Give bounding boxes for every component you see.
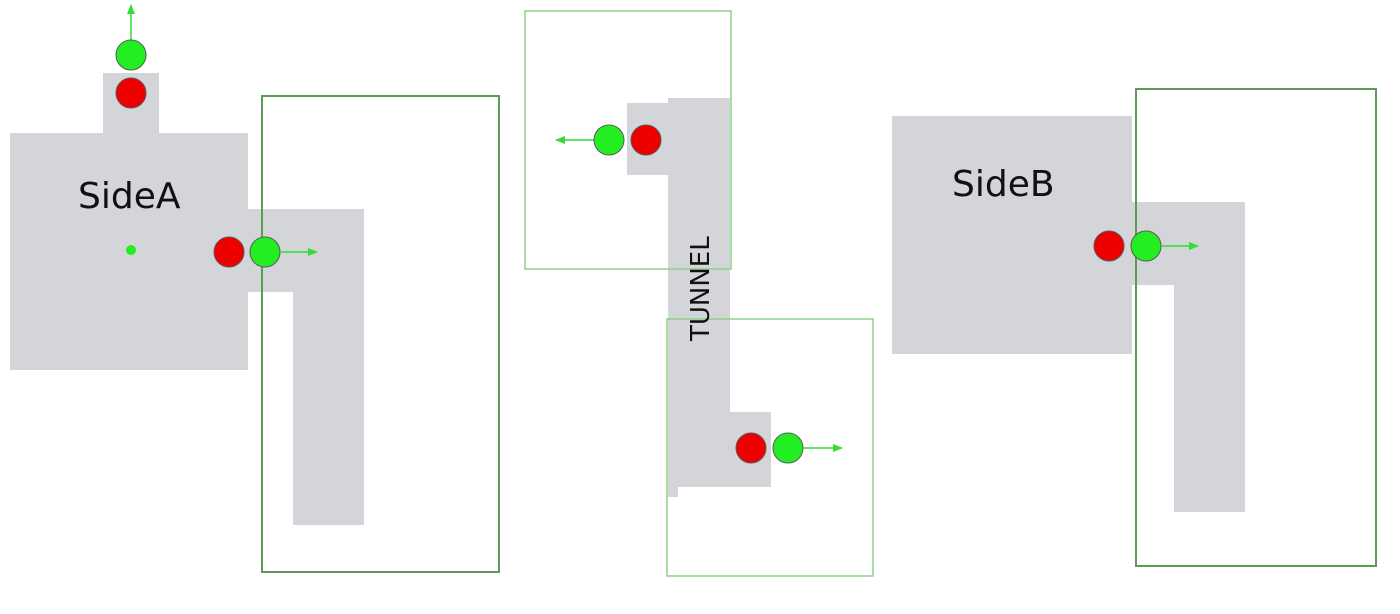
tunnel-left-red-marker-icon (630, 124, 662, 156)
side-a-module: SideA (10, 4, 500, 573)
side-a-right-green-marker-icon (249, 236, 281, 268)
side-b-right-connector (1093, 230, 1199, 262)
tunnel-room-shape (627, 98, 771, 497)
side-a-right-connector (213, 236, 318, 268)
side-a-bounds-box (261, 95, 500, 573)
tunnel-module: TUNNEL (524, 10, 874, 577)
side-b-label: SideB (952, 164, 1055, 205)
side-a-top-green-marker-icon (115, 39, 147, 71)
tunnel-right-red-marker-icon (735, 432, 767, 464)
tunnel-left-connector (555, 124, 662, 156)
side-b-bounds-box (1135, 88, 1377, 567)
tunnel-right-connector (735, 432, 843, 464)
side-b-right-green-marker-icon (1130, 230, 1162, 262)
side-a-top-red-marker-icon (115, 77, 147, 109)
side-a-top-connector (115, 4, 147, 109)
side-a-right-red-marker-icon (213, 236, 245, 268)
tunnel-right-green-marker-icon (772, 432, 804, 464)
tunnel-upper-bounds-box (524, 10, 732, 270)
tunnel-left-green-marker-icon (593, 124, 625, 156)
side-b-right-red-marker-icon (1093, 230, 1125, 262)
tunnel-label: TUNNEL (686, 236, 716, 342)
side-b-room-shape (892, 116, 1245, 512)
tunnel-lower-bounds-box (666, 318, 874, 577)
side-a-origin-dot-icon (126, 245, 136, 255)
side-a-room-shape (10, 73, 364, 525)
side-b-module: SideB (892, 88, 1377, 567)
side-a-label: SideA (78, 176, 181, 217)
